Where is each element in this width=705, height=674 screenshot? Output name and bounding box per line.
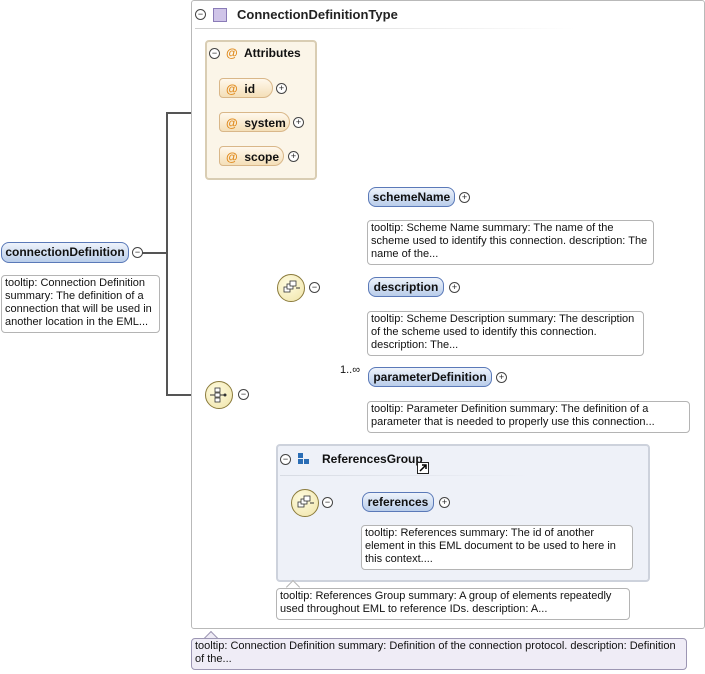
minus-glyph: − <box>282 454 289 464</box>
schemeName-tooltip: tooltip: Scheme Name summary: The name o… <box>367 220 654 265</box>
attribute-icon: @ <box>226 46 238 60</box>
arrow-icon <box>419 464 427 472</box>
minus-glyph: − <box>324 497 331 507</box>
attribute-label: scope <box>244 150 280 164</box>
sequence-icon <box>283 280 300 293</box>
title-underline <box>195 28 575 29</box>
plus-glyph: + <box>498 372 505 382</box>
plus-glyph: + <box>451 282 458 292</box>
minus-glyph: − <box>240 389 247 399</box>
type-tooltip: tooltip: Connection Definition summary: … <box>191 638 687 670</box>
plus-glyph: + <box>278 83 285 93</box>
cardinality-label: 1..∞ <box>340 364 361 376</box>
minus-glyph: − <box>311 282 318 292</box>
connector <box>166 113 168 396</box>
parameterDefinition-tooltip: tooltip: Parameter Definition summary: T… <box>367 401 690 433</box>
connector <box>166 394 206 396</box>
attribute-scope[interactable]: @ scope <box>219 146 284 166</box>
expand-icon[interactable]: + <box>276 83 287 94</box>
collapse-icon[interactable]: − <box>238 389 249 400</box>
attribute-icon: @ <box>226 116 238 130</box>
expand-icon[interactable]: + <box>496 372 507 383</box>
attribute-system[interactable]: @ system <box>219 112 290 132</box>
plus-glyph: + <box>290 151 297 161</box>
attributes-title: Attributes <box>244 46 301 60</box>
collapse-icon[interactable]: − <box>132 247 143 258</box>
attribute-icon: @ <box>226 82 238 96</box>
group-title: ReferencesGroup <box>322 452 423 466</box>
root-element-connectionDefinition[interactable]: connectionDefinition <box>1 242 129 263</box>
complex-type-icon <box>213 8 227 22</box>
collapse-icon[interactable]: − <box>280 454 291 465</box>
expand-icon[interactable]: + <box>439 497 450 508</box>
element-references[interactable]: references <box>362 492 434 512</box>
attribute-label: id <box>244 82 256 96</box>
collapse-icon[interactable]: − <box>209 48 220 59</box>
collapse-icon[interactable]: − <box>309 282 320 293</box>
plus-glyph: + <box>295 117 302 127</box>
element-description[interactable]: description <box>368 277 444 297</box>
collapse-icon[interactable]: − <box>195 9 206 20</box>
group-icon <box>298 453 312 467</box>
sequence-compositor-icon[interactable] <box>291 489 319 517</box>
attribute-icon: @ <box>226 150 238 164</box>
description-tooltip: tooltip: Scheme Description summary: The… <box>367 311 644 356</box>
sequence-compositor-icon[interactable] <box>277 274 305 302</box>
attribute-id[interactable]: @ id <box>219 78 273 98</box>
connector <box>166 112 206 114</box>
choice-compositor-icon[interactable] <box>205 381 233 409</box>
expand-icon[interactable]: + <box>293 117 304 128</box>
external-link-icon[interactable] <box>417 462 429 474</box>
choice-icon <box>210 387 227 403</box>
attribute-label: system <box>244 116 286 130</box>
group-icon-square <box>298 459 303 464</box>
references-tooltip: tooltip: References summary: The id of a… <box>361 525 633 570</box>
element-schemeName[interactable]: schemeName <box>368 187 455 207</box>
expand-icon[interactable]: + <box>288 151 299 162</box>
expand-icon[interactable]: + <box>459 192 470 203</box>
sequence-icon <box>297 495 314 508</box>
group-icon-square <box>298 453 303 458</box>
group-tooltip: tooltip: References Group summary: A gro… <box>276 588 630 620</box>
collapse-icon[interactable]: − <box>322 497 333 508</box>
connector <box>142 252 168 254</box>
plus-glyph: + <box>461 192 468 202</box>
minus-glyph: − <box>211 48 218 58</box>
expand-icon[interactable]: + <box>449 282 460 293</box>
group-icon-square <box>304 459 309 464</box>
title-underline <box>280 475 530 476</box>
element-parameterDefinition[interactable]: parameterDefinition <box>368 367 492 387</box>
plus-glyph: + <box>441 497 448 507</box>
type-title: ConnectionDefinitionType <box>237 7 398 22</box>
root-tooltip: tooltip: Connection Definition summary: … <box>1 275 160 333</box>
minus-glyph: − <box>197 9 204 19</box>
minus-glyph: − <box>134 247 141 257</box>
